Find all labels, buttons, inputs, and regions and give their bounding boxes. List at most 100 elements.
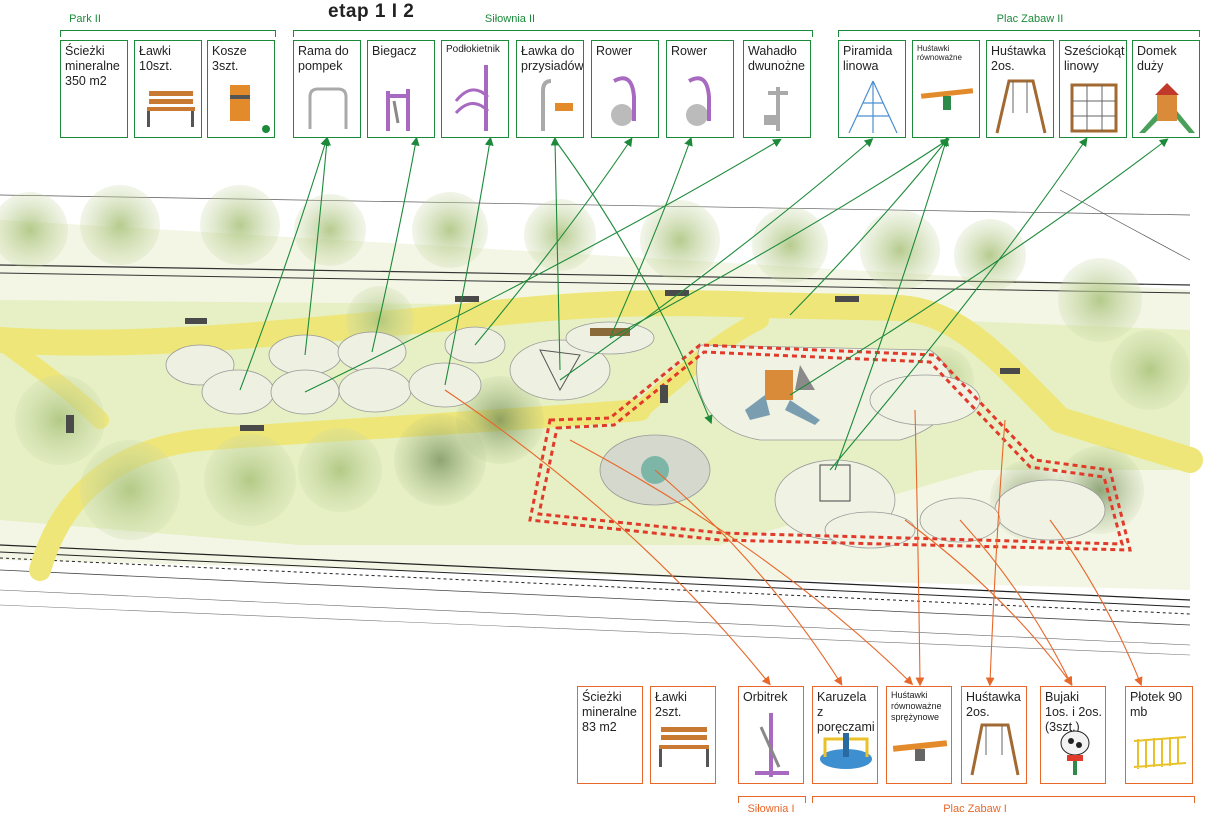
leader-line bbox=[829, 137, 1088, 471]
group-label-plac-zabaw-i: Plac Zabaw I bbox=[943, 803, 1007, 815]
group-bracket-silownia-i bbox=[738, 796, 806, 803]
playhouse-icon bbox=[1139, 83, 1195, 133]
pendulum-icon bbox=[764, 87, 788, 131]
group-label-plac-zabaw-ii: Plac Zabaw II bbox=[996, 13, 1064, 25]
card-karuzela-z-poreczami: Karuzela z poręczami bbox=[812, 686, 878, 784]
group-label-park-ii: Park II bbox=[69, 13, 101, 25]
card-label: Sześciokąt linowy bbox=[1064, 44, 1125, 73]
leader-line bbox=[304, 138, 782, 393]
card-kosze-top: Kosze 3szt. bbox=[207, 40, 275, 138]
leader-line bbox=[904, 519, 1073, 686]
leader-lines bbox=[239, 136, 1169, 687]
swing-icon bbox=[995, 79, 1047, 134]
leader-line bbox=[554, 139, 713, 425]
seesaw-icon bbox=[920, 88, 974, 110]
leader-line bbox=[609, 138, 950, 339]
card-sciezki-mineralne-top: Ścieżki mineralne 350 m2 bbox=[60, 40, 128, 138]
card-label: Ławki 2szt. bbox=[655, 690, 687, 719]
card-label: Biegacz bbox=[372, 44, 417, 58]
card-label: Huśtawka 2os. bbox=[966, 690, 1021, 719]
card-label: Karuzela z poręczami bbox=[817, 690, 875, 734]
card-label: Piramida linowa bbox=[843, 44, 893, 73]
rope-pyramid-icon bbox=[848, 80, 898, 134]
card-label: Płotek 90 mb bbox=[1130, 690, 1183, 719]
card-label: Huśtawka 2os. bbox=[991, 44, 1046, 73]
card-lawki-top: Ławki 10szt. bbox=[134, 40, 202, 138]
card-label: Rower bbox=[596, 44, 633, 58]
benches bbox=[66, 290, 1020, 433]
leader-line bbox=[654, 469, 843, 686]
card-label: Orbitrek bbox=[743, 690, 788, 704]
card-piramida-linowa: Piramida linowa bbox=[838, 40, 906, 138]
card-podlokietnik: Podłokietnik bbox=[441, 40, 509, 138]
leader-line bbox=[444, 389, 771, 686]
card-hustawka-2os-top: Huśtawka 2os. bbox=[986, 40, 1054, 138]
spring-seesaw-icon bbox=[892, 740, 948, 761]
leader-line bbox=[609, 136, 693, 339]
leader-line bbox=[371, 136, 420, 353]
card-label: Ławki 10szt. bbox=[139, 44, 173, 73]
leader-line bbox=[550, 136, 561, 371]
group-label-silownia-ii: Siłownia II bbox=[484, 13, 536, 25]
leader-line bbox=[959, 519, 1072, 686]
card-szesciokat-linowy: Sześciokąt linowy bbox=[1059, 40, 1127, 138]
card-sciezki-mineralne-bottom: Ścieżki mineralne 83 m2 bbox=[577, 686, 643, 784]
bike-icon bbox=[611, 76, 636, 126]
card-label: Domek duży bbox=[1137, 44, 1177, 73]
fence-icon bbox=[1133, 736, 1187, 769]
squat-bench-icon bbox=[541, 79, 573, 131]
card-label: Huśtawki równoważne bbox=[917, 44, 962, 62]
group-bracket-plac-zabaw-ii bbox=[838, 30, 1200, 37]
leader-line bbox=[559, 138, 874, 381]
pushup-frame-icon bbox=[308, 87, 348, 129]
card-biegacz: Biegacz bbox=[367, 40, 435, 138]
bench-icon bbox=[147, 91, 195, 127]
rope-hexagon-icon bbox=[1070, 83, 1118, 133]
leader-line bbox=[789, 138, 1169, 396]
card-domek-duzy: Domek duży bbox=[1132, 40, 1200, 138]
card-label: Kosze 3szt. bbox=[212, 44, 247, 73]
swing-icon bbox=[970, 723, 1020, 776]
card-bujaki: Bujaki 1os. i 2os. (3szt.) bbox=[1040, 686, 1106, 784]
leader-line bbox=[239, 136, 329, 391]
card-label: Rower bbox=[671, 44, 708, 58]
card-label: Ławka do przysiadów bbox=[521, 44, 584, 73]
leader-line bbox=[474, 137, 633, 346]
card-orbitrek: Orbitrek bbox=[738, 686, 804, 784]
armrest-machine-icon bbox=[454, 65, 490, 131]
runner-machine-icon bbox=[386, 89, 410, 131]
orbitrek-icon bbox=[755, 713, 789, 777]
card-label: Huśtawki równoważne sprężynowe bbox=[891, 690, 942, 722]
bin-icon bbox=[230, 85, 270, 133]
group-bracket-park-ii bbox=[60, 30, 276, 37]
carousel-icon bbox=[820, 733, 872, 769]
card-hustawka-2os-bottom: Huśtawka 2os. bbox=[961, 686, 1027, 784]
spring-rider-icon bbox=[1060, 730, 1090, 775]
leader-line bbox=[569, 439, 914, 686]
fence-outline bbox=[528, 343, 1132, 552]
leader-line bbox=[304, 136, 331, 356]
card-label: Wahadło dwunożne bbox=[748, 44, 805, 73]
card-label: Ścieżki mineralne 83 m2 bbox=[582, 690, 637, 734]
card-lawka-do-przysiadow: Ławka do przysiadów bbox=[516, 40, 584, 138]
leader-line bbox=[444, 136, 494, 386]
card-lawki-bottom: Ławki 2szt. bbox=[650, 686, 716, 784]
card-rower-2: Rower bbox=[666, 40, 734, 138]
card-rower-1: Rower bbox=[591, 40, 659, 138]
card-plotek: Płotek 90 mb bbox=[1125, 686, 1193, 784]
leader-line bbox=[789, 137, 949, 316]
card-label: Rama do pompek bbox=[298, 44, 349, 73]
leader-line bbox=[985, 419, 1006, 687]
bench-icon bbox=[659, 727, 709, 767]
leader-line bbox=[914, 409, 925, 687]
card-hustawki-rownowazne: Huśtawki równoważne bbox=[912, 40, 980, 138]
card-hustawki-sprezynowe: Huśtawki równoważne sprężynowe bbox=[886, 686, 952, 784]
group-bracket-silownia-ii bbox=[293, 30, 813, 37]
leader-line bbox=[1049, 519, 1143, 687]
card-label: Bujaki 1os. i 2os. (3szt.) bbox=[1045, 690, 1102, 734]
card-wahadlo-dwunozne: Wahadło dwunożne bbox=[743, 40, 811, 138]
stage-title: etap 1 I 2 bbox=[328, 1, 415, 22]
card-rama-do-pompek: Rama do pompek bbox=[293, 40, 361, 138]
